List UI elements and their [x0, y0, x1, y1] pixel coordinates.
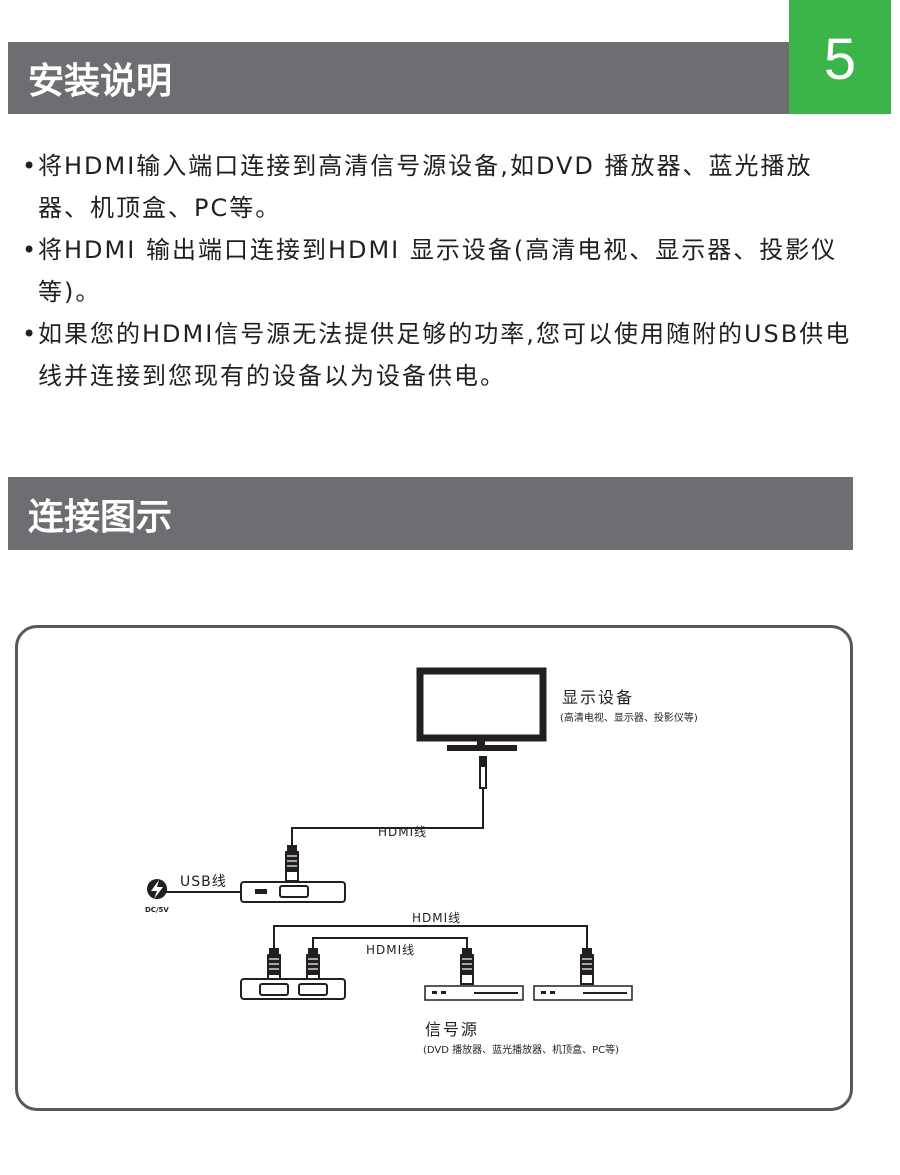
hdmi-cable-label: HDMI线: [366, 943, 415, 957]
display-device-sub: (高清电视、显示器、投影仪等): [560, 711, 698, 724]
hdmi-plug-icon: [459, 947, 475, 985]
hdmi-adapter-icon: [240, 881, 346, 903]
hdmi-plug-icon: [579, 947, 595, 985]
section-title: 连接图示: [28, 496, 173, 538]
usb-cable-label: USB线: [180, 874, 227, 890]
bullet-item: •将HDMI输入端口连接到高清信号源设备,如DVD 播放器、蓝光播放器、机顶盒、…: [22, 152, 813, 222]
dc-power-label: DC/5V: [145, 906, 169, 914]
section-header-install: 安装说明: [8, 42, 808, 114]
connection-diagram-frame: [15, 625, 853, 1111]
page-number-badge: 5: [789, 0, 891, 114]
tv-icon: [416, 667, 547, 751]
bullet-item: •如果您的HDMI信号源无法提供足够的功率,您可以使用随附的USB供电线并连接到…: [22, 320, 852, 390]
section-title: 安装说明: [28, 61, 173, 102]
signal-source-label: 信号源: [425, 1020, 479, 1039]
hdmi-cable-label: HDMI线: [378, 825, 427, 839]
hdmi-cable-label: HDMI线: [412, 911, 461, 925]
lightning-icon: [147, 879, 167, 899]
display-device-label: 显示设备: [562, 688, 634, 707]
hdmi-plug-icon: [479, 756, 487, 789]
media-player-icon: [533, 985, 633, 1001]
hdmi-adapter-icon: [240, 978, 346, 1000]
signal-source-sub: (DVD 播放器、蓝光播放器、机顶盒、PC等): [423, 1043, 619, 1056]
section-header-diagram: 连接图示: [8, 477, 853, 550]
hdmi-plug-icon: [284, 844, 300, 882]
page-number: 5: [823, 26, 857, 92]
media-player-icon: [424, 985, 524, 1001]
install-instructions: •将HDMI输入端口连接到高清信号源设备,如DVD 播放器、蓝光播放器、机顶盒、…: [22, 145, 862, 397]
bullet-item: •将HDMI 输出端口连接到HDMI 显示设备(高清电视、显示器、投影仪等)。: [22, 236, 838, 306]
